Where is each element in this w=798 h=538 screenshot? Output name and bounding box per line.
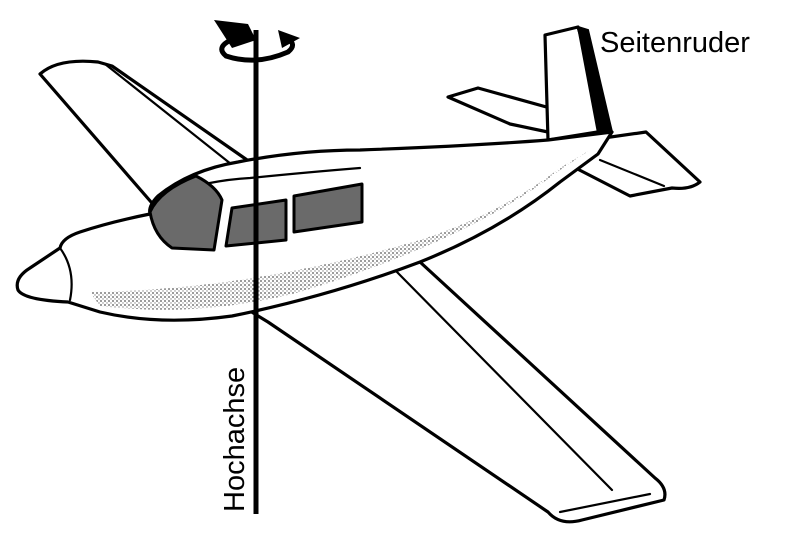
yaw-axis-label: Hochachse [219, 367, 251, 512]
vertical-tail [543, 25, 614, 142]
right-wing [230, 260, 667, 524]
side-window-rear [292, 182, 364, 234]
rotation-arrow-icon [219, 30, 300, 63]
windshield [148, 174, 224, 252]
flag-icon [214, 20, 256, 48]
rudder-label: Seitenruder [600, 27, 750, 59]
